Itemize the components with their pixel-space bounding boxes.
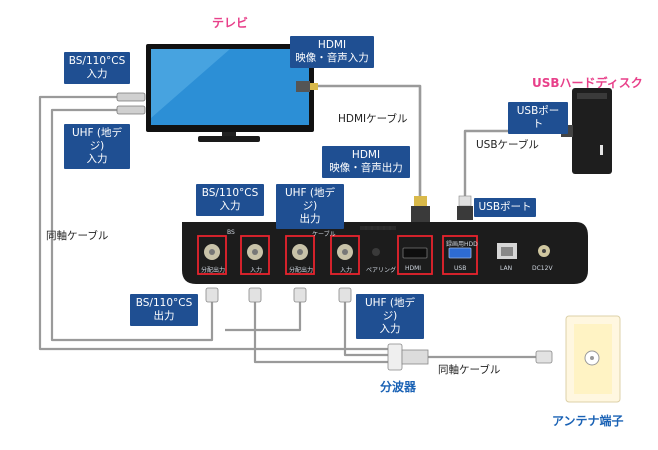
box-digital-ports	[402, 243, 550, 259]
panel-cable-out: 分配出力	[289, 267, 314, 274]
splitter-title: 分波器	[380, 380, 417, 394]
box-usb-port-label: USBポート	[474, 198, 536, 217]
port-highlights	[197, 235, 478, 275]
panel-usb-hdd-tag: 録画用HDD	[446, 241, 478, 248]
panel-bs-out: 分配出力	[201, 267, 226, 274]
hdmi-cable-label: HDMIケーブル	[338, 113, 408, 125]
coax-tv-uhf-cable	[50, 108, 214, 342]
panel-dc: DC12V	[532, 265, 553, 272]
coax-cable-label-left: 同軸ケーブル	[46, 230, 109, 242]
coax-tv-bs-cable	[38, 95, 390, 351]
tv-uhf-input-label: UHF (地デジ)入力	[64, 124, 130, 169]
antenna-title: アンテナ端子	[552, 414, 624, 428]
panel-hdmi: HDMI	[405, 265, 422, 272]
box-coax-ports	[204, 244, 380, 260]
tv-coax-plugs	[116, 92, 146, 115]
box-coax-plugs	[205, 287, 352, 303]
usb-cable-label: USBケーブル	[476, 139, 539, 151]
antenna-plug	[535, 350, 553, 364]
box-hdmi-plug	[411, 196, 430, 222]
hdmi-cable	[315, 84, 422, 200]
tv-hdmi-plug	[296, 81, 318, 92]
tv-title: テレビ	[212, 16, 249, 30]
hdd-usb-port-label: USBポート	[508, 102, 568, 134]
usb-hdd-title: USBハードディスク	[532, 76, 643, 90]
splitter	[387, 343, 429, 371]
coax-box-uhf-in-cable	[343, 300, 390, 357]
coax-box-uhf-out-cable	[225, 300, 302, 332]
bs-out-port	[204, 244, 220, 260]
box-uhf-input-label: UHF (地デジ)入力	[356, 294, 424, 339]
tv	[146, 44, 314, 142]
panel-bs-in: 入力	[250, 267, 263, 274]
bs-in-port	[247, 244, 263, 260]
hdmi-port	[402, 247, 428, 259]
set-top-box	[182, 222, 588, 284]
panel-bs-group: BS	[227, 229, 235, 236]
cable-out-port	[292, 244, 308, 260]
box-usb-plug	[457, 195, 473, 220]
panel-lan: LAN	[500, 265, 513, 272]
coax-cable-label-bottom: 同軸ケーブル	[438, 364, 501, 376]
usb-port	[448, 247, 472, 259]
panel-cable-group: ケーブル	[312, 231, 336, 238]
panel-cable-in: 入力	[340, 267, 353, 274]
antenna-plate	[565, 315, 621, 403]
panel-pairing: ペアリング	[366, 267, 397, 274]
pairing-button	[372, 248, 380, 256]
cable-in-port	[337, 244, 353, 260]
coax-box-bs-in-cable	[253, 300, 390, 364]
usb-hdd	[572, 88, 612, 174]
panel-usb: USB	[454, 265, 467, 272]
box-uhf-output-label: UHF (地デジ)出力	[276, 184, 344, 229]
